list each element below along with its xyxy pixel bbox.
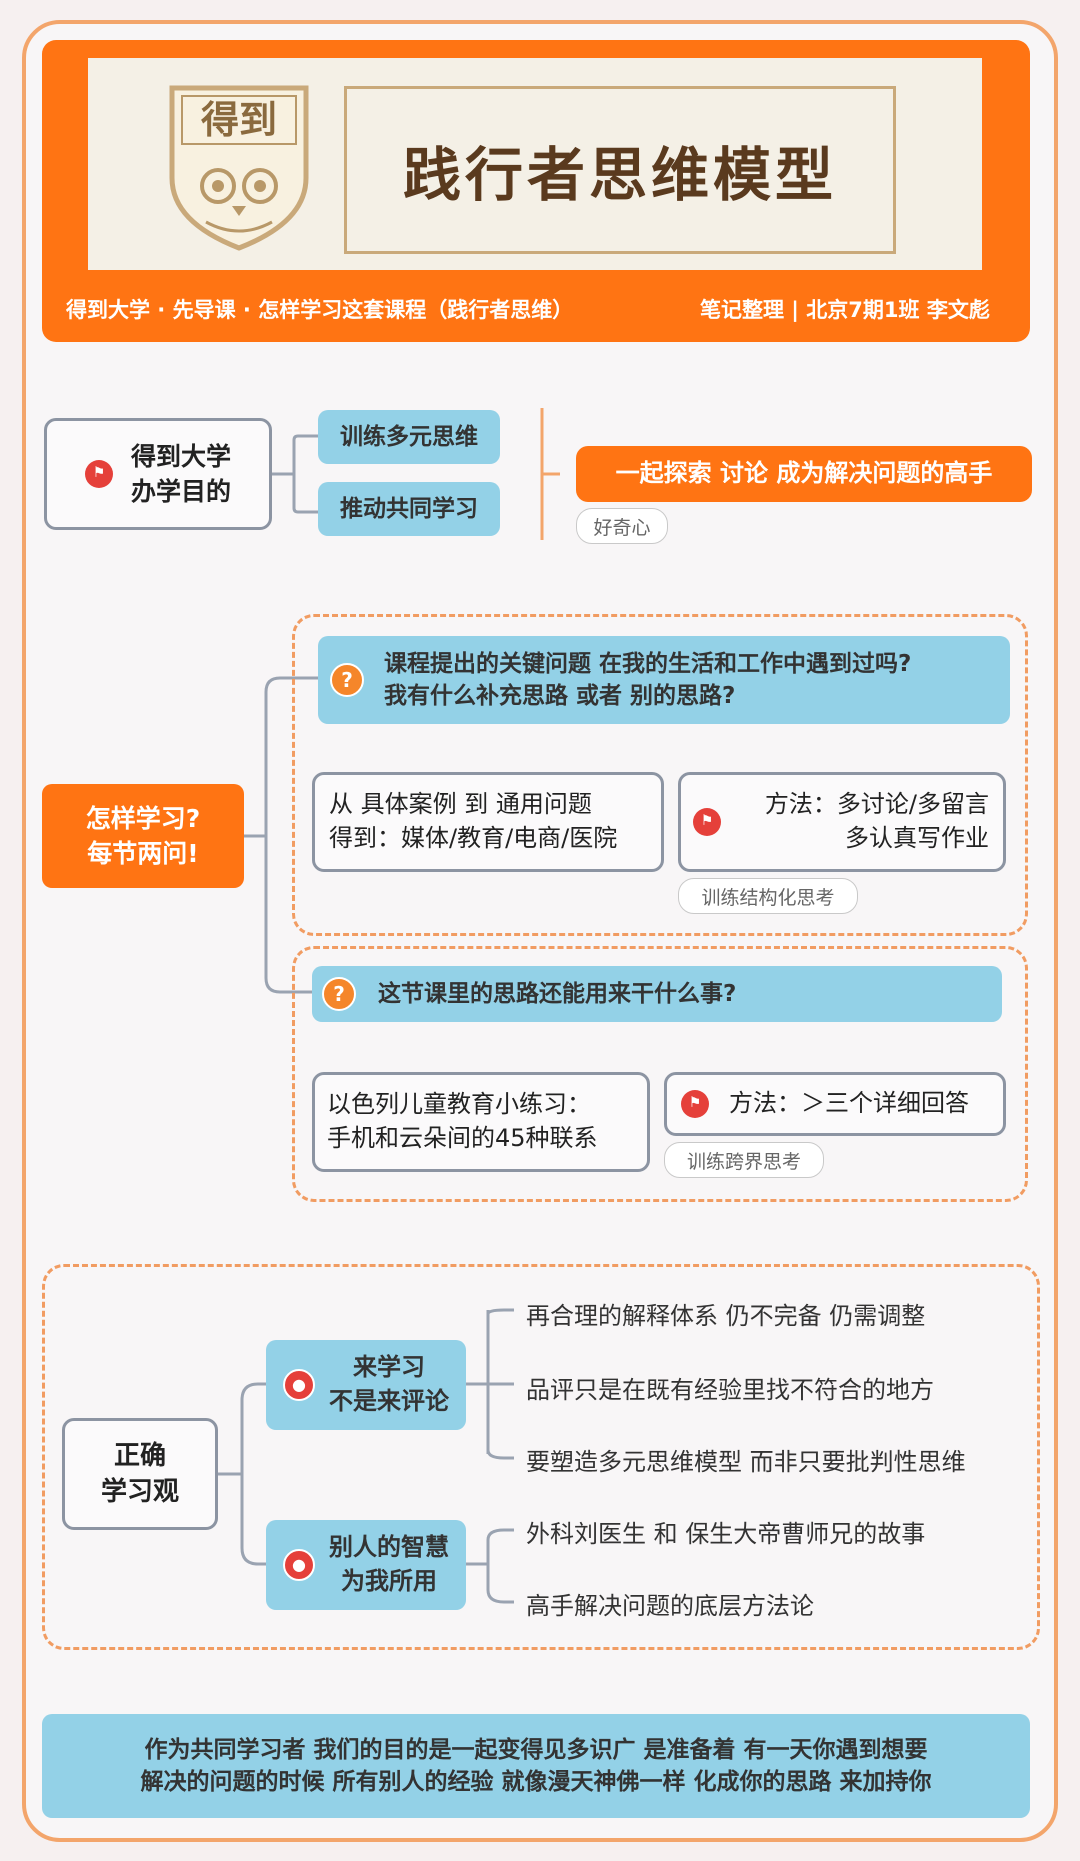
case-node: 从 具体案例 到 通用问题 得到：媒体/教育/电商/医院 — [312, 772, 664, 872]
flag-icon: ⚑ — [84, 460, 113, 488]
branch-learn-line2: 不是来评论 — [329, 1387, 449, 1415]
case-line1: 从 具体案例 到 通用问题 — [329, 790, 592, 819]
question-mark-icon: ? — [330, 663, 364, 697]
learning-view-line2: 学习观 — [100, 1477, 179, 1507]
flag-icon: ⚑ — [693, 808, 721, 836]
subtitle-author: 笔记整理 | 北京7期1班 李文彪 — [700, 298, 990, 322]
leaf-text: 要塑造多元思维模型 而非只要批判性思维 — [526, 1448, 966, 1476]
question2-text: 这节课里的思路还能用来干什么事? — [378, 980, 737, 1007]
tag-cross-thinking: 训练跨界思考 — [664, 1142, 824, 1178]
question1-line2: 我有什么补充思路 或者 别的思路? — [384, 683, 736, 709]
exercise-line2: 手机和云朵间的45种联系 — [327, 1124, 598, 1152]
leaf-text: 高手解决问题的底层方法论 — [526, 1592, 814, 1620]
branch-wisdom-line1: 别人的智慧 — [329, 1533, 449, 1562]
footer-summary: 作为共同学习者 我们的目的是一起变得见多识广 是准备着 有一天你遇到想要 解决的… — [42, 1714, 1030, 1818]
exercise-node: 以色列儿童教育小练习： 手机和云朵间的45种联系 — [312, 1072, 650, 1172]
learning-view-line1: 正确 — [113, 1440, 166, 1471]
method2-text: 方法：＞三个详细回答 — [729, 1089, 969, 1118]
purpose-root-line1: 得到大学 — [130, 442, 231, 471]
how-to-learn-line1: 怎样学习? — [85, 804, 201, 833]
question2-group — [292, 946, 1028, 1202]
person-icon: ● — [283, 1369, 315, 1401]
learning-view-root: 正确 学习观 — [62, 1418, 218, 1530]
page-title: 践行者思维模型 — [402, 141, 837, 209]
purpose-root-node: ⚑ 得到大学 办学目的 — [44, 418, 272, 530]
exercise-line1: 以色列儿童教育小练习： — [327, 1090, 591, 1119]
question1-line1: 课程提出的关键问题 在我的生活和工作中遇到过吗? — [384, 650, 912, 677]
method1-line1: 方法：多讨论/多留言 — [764, 790, 989, 819]
branch-co-learning: 推动共同学习 — [318, 482, 500, 536]
logo-text: 得到 — [200, 96, 277, 142]
learning-view-group — [42, 1264, 1040, 1650]
tag-structured-thinking: 训练结构化思考 — [678, 878, 858, 914]
question1-node: ? 课程提出的关键问题 在我的生活和工作中遇到过吗? 我有什么补充思路 或者 别… — [318, 636, 1010, 724]
case-line2: 得到：媒体/教育/电商/医院 — [329, 824, 618, 852]
dedao-logo-crest — [169, 85, 309, 251]
flag-icon: ⚑ — [681, 1090, 709, 1118]
how-to-learn-line2: 每节两问! — [87, 839, 199, 868]
branch-learn-line1: 来学习 — [353, 1353, 425, 1382]
title-box: 践行者思维模型 — [344, 86, 896, 254]
branch-wisdom-line2: 为我所用 — [341, 1567, 437, 1595]
question-mark-icon: ? — [322, 977, 356, 1011]
branch-learn-not-comment: ● 来学习 不是来评论 — [266, 1340, 466, 1430]
leaf-text: 品评只是在既有经验里找不符合的地方 — [526, 1376, 934, 1404]
purpose-root-line2: 办学目的 — [130, 477, 231, 506]
tag-curiosity: 好奇心 — [576, 508, 668, 544]
leaf-text: 再合理的解释体系 仍不完备 仍需调整 — [526, 1302, 926, 1330]
method1-node: ⚑ 方法：多讨论/多留言 多认真写作业 — [678, 772, 1006, 872]
person-icon: ● — [283, 1549, 315, 1581]
method1-line2: 多认真写作业 — [845, 824, 989, 852]
goal-node: 一起探索 讨论 成为解决问题的高手 — [576, 446, 1032, 502]
branch-others-wisdom: ● 别人的智慧 为我所用 — [266, 1520, 466, 1610]
how-to-learn-node: 怎样学习? 每节两问! — [42, 784, 244, 888]
footer-line2: 解决的问题的时候 所有别人的经验 就像漫天神佛一样 化成你的思路 来加持你 — [140, 1769, 932, 1795]
question2-node: ? 这节课里的思路还能用来干什么事? — [312, 966, 1002, 1022]
question1-group — [292, 614, 1028, 936]
branch-multi-thinking: 训练多元思维 — [318, 410, 500, 464]
leaf-text: 外科刘医生 和 保生大帝曹师兄的故事 — [526, 1520, 926, 1548]
subtitle-course: 得到大学 · 先导课 · 怎样学习这套课程（践行者思维） — [66, 298, 574, 322]
method2-node: ⚑ 方法：＞三个详细回答 — [664, 1072, 1006, 1136]
footer-line1: 作为共同学习者 我们的目的是一起变得见多识广 是准备着 有一天你遇到想要 — [144, 1736, 928, 1763]
